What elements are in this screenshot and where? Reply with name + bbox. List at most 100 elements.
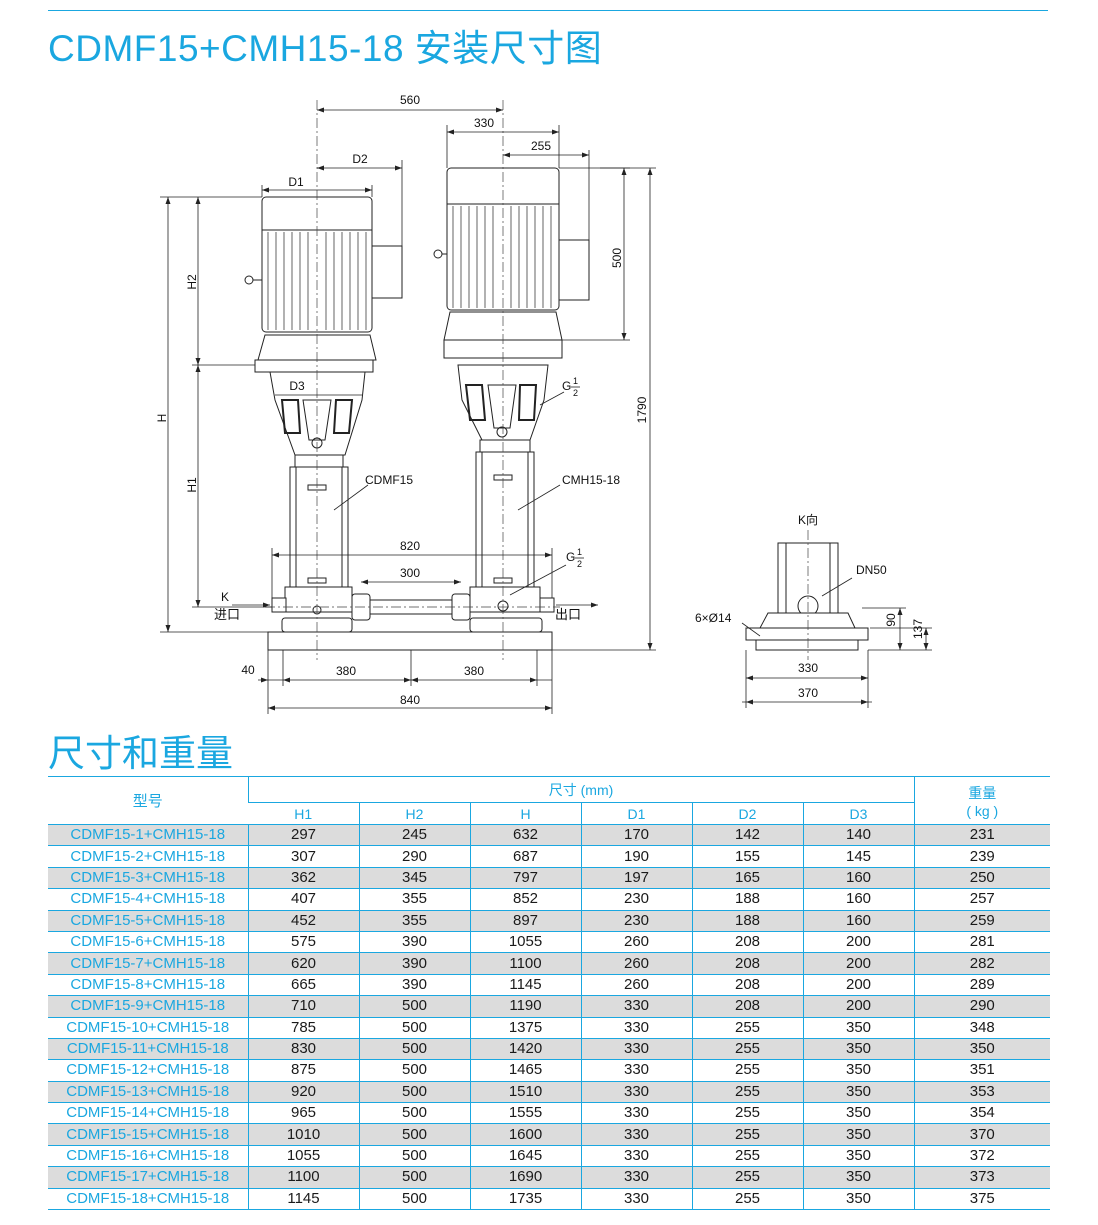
cell-h2: 500 (358, 1144, 470, 1167)
cell-d1: 330 (580, 1037, 692, 1060)
cell-d2: 208 (691, 930, 803, 953)
label-g-upper-num: 1 (573, 376, 578, 386)
dim-500: 500 (610, 248, 624, 268)
cell-weight: 257 (913, 888, 1051, 911)
cell-h: 897 (469, 909, 581, 932)
cell-d2: 255 (691, 1080, 803, 1103)
cell-h2: 345 (358, 866, 470, 889)
cell-d1: 260 (580, 930, 692, 953)
cell-d2: 255 (691, 1059, 803, 1082)
label-inlet: 进口 (214, 607, 240, 622)
label-d2: D2 (352, 152, 368, 166)
label-d3: D3 (289, 379, 305, 393)
cell-h2: 500 (358, 1123, 470, 1146)
cell-d3: 350 (802, 1144, 915, 1167)
cell-h1: 1145 (247, 1187, 359, 1211)
cell-model: CDMF15-13+CMH15-18 (48, 1080, 248, 1103)
cell-d2: 165 (691, 866, 803, 889)
cell-weight: 250 (913, 866, 1051, 889)
dim-820: 820 (400, 539, 420, 553)
label-h2: H2 (185, 274, 199, 290)
cell-h: 1555 (469, 1102, 581, 1124)
dimensions-table: 型号 尺寸 (mm) 重量 ( kg ) H1 H2 H D1 D2 D3 CD… (48, 776, 1051, 1211)
cell-h2: 390 (358, 930, 470, 953)
label-cmh15-18: CMH15-18 (562, 473, 620, 487)
cell-d1: 190 (580, 845, 692, 868)
cell-h1: 575 (247, 930, 359, 953)
cell-h1: 297 (247, 823, 359, 846)
cell-h2: 245 (358, 823, 470, 846)
header-dims: 尺寸 (mm) (247, 776, 915, 803)
cell-h: 1600 (469, 1123, 581, 1146)
cell-d3: 350 (802, 1037, 915, 1060)
label-k: K (221, 590, 229, 604)
cell-model: CDMF15-18+CMH15-18 (48, 1187, 248, 1211)
cell-d1: 330 (580, 1144, 692, 1167)
cell-model: CDMF15-12+CMH15-18 (48, 1059, 248, 1082)
cell-h: 1420 (469, 1037, 581, 1060)
section-title: 尺寸和重量 (48, 733, 233, 774)
label-g-upper: G (562, 379, 571, 393)
cell-weight: 370 (913, 1123, 1051, 1146)
cell-weight: 351 (913, 1059, 1051, 1082)
cell-h2: 390 (358, 973, 470, 996)
cell-h: 1100 (469, 952, 581, 975)
label-holes: 6×Ø14 (695, 611, 732, 625)
cell-model: CDMF15-11+CMH15-18 (48, 1037, 248, 1060)
dim-40: 40 (241, 663, 255, 677)
cell-h: 852 (469, 888, 581, 911)
cell-d2: 255 (691, 1037, 803, 1060)
cell-d3: 350 (802, 1166, 915, 1189)
cell-h1: 875 (247, 1059, 359, 1082)
cell-h: 1645 (469, 1144, 581, 1167)
cell-d2: 255 (691, 1144, 803, 1167)
dim-840: 840 (400, 693, 420, 707)
cell-weight: 239 (913, 845, 1051, 868)
dim-330-top: 330 (474, 116, 494, 130)
label-h: H (155, 414, 169, 423)
cell-d3: 350 (802, 1059, 915, 1082)
cell-h: 1690 (469, 1166, 581, 1189)
cell-d1: 330 (580, 995, 692, 1018)
dim-380-left: 380 (336, 664, 356, 678)
cell-d2: 208 (691, 995, 803, 1018)
cell-weight: 289 (913, 973, 1051, 996)
cell-h1: 710 (247, 995, 359, 1018)
cell-d2: 255 (691, 1187, 803, 1211)
dimension-lines (160, 109, 932, 714)
header-model: 型号 (48, 776, 248, 825)
cell-model: CDMF15-15+CMH15-18 (48, 1123, 248, 1146)
cell-model: CDMF15-8+CMH15-18 (48, 973, 248, 996)
cell-h2: 500 (358, 1059, 470, 1082)
cell-d1: 197 (580, 866, 692, 889)
dim-90: 90 (884, 613, 898, 627)
cell-weight: 348 (913, 1016, 1051, 1039)
cell-d1: 260 (580, 952, 692, 975)
cell-h: 1735 (469, 1187, 581, 1211)
cell-h2: 390 (358, 952, 470, 975)
cell-h1: 1055 (247, 1144, 359, 1167)
label-g-lower-num: 1 (577, 547, 582, 557)
dim-330-side: 330 (798, 661, 818, 675)
cell-weight: 281 (913, 930, 1051, 953)
cell-h: 1510 (469, 1080, 581, 1103)
page-title: CDMF15+CMH15-18 安装尺寸图 (48, 28, 603, 69)
cell-weight: 353 (913, 1080, 1051, 1103)
cell-d3: 160 (802, 909, 915, 932)
dimensions-table-wrap: 型号 尺寸 (mm) 重量 ( kg ) H1 H2 H D1 D2 D3 CD… (48, 776, 1051, 1211)
cell-weight: 231 (913, 823, 1051, 846)
header-weight-unit: ( kg ) (966, 802, 999, 819)
header-col-d2: D2 (691, 802, 803, 825)
top-rule (48, 10, 1048, 11)
cell-d1: 330 (580, 1059, 692, 1082)
arrowheads (165, 107, 929, 711)
label-h1: H1 (185, 477, 199, 493)
cell-d3: 350 (802, 1016, 915, 1039)
